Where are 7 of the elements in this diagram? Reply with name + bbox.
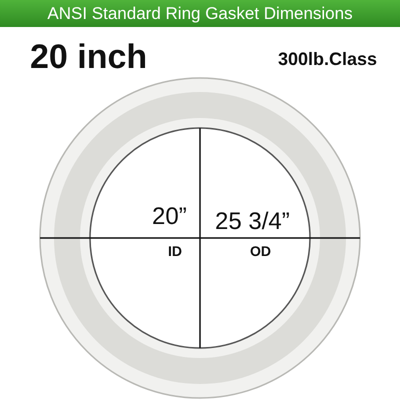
dimension-value: 20” [152,205,187,229]
dimension-label: ID [168,244,182,258]
title-banner: ANSI Standard Ring Gasket Dimensions [0,0,400,27]
dimension-label: OD [250,244,271,258]
size-label: 20 inch [30,40,148,74]
dimension-value: 25 3/4” [215,210,290,234]
class-label: 300lb.Class [278,50,378,68]
